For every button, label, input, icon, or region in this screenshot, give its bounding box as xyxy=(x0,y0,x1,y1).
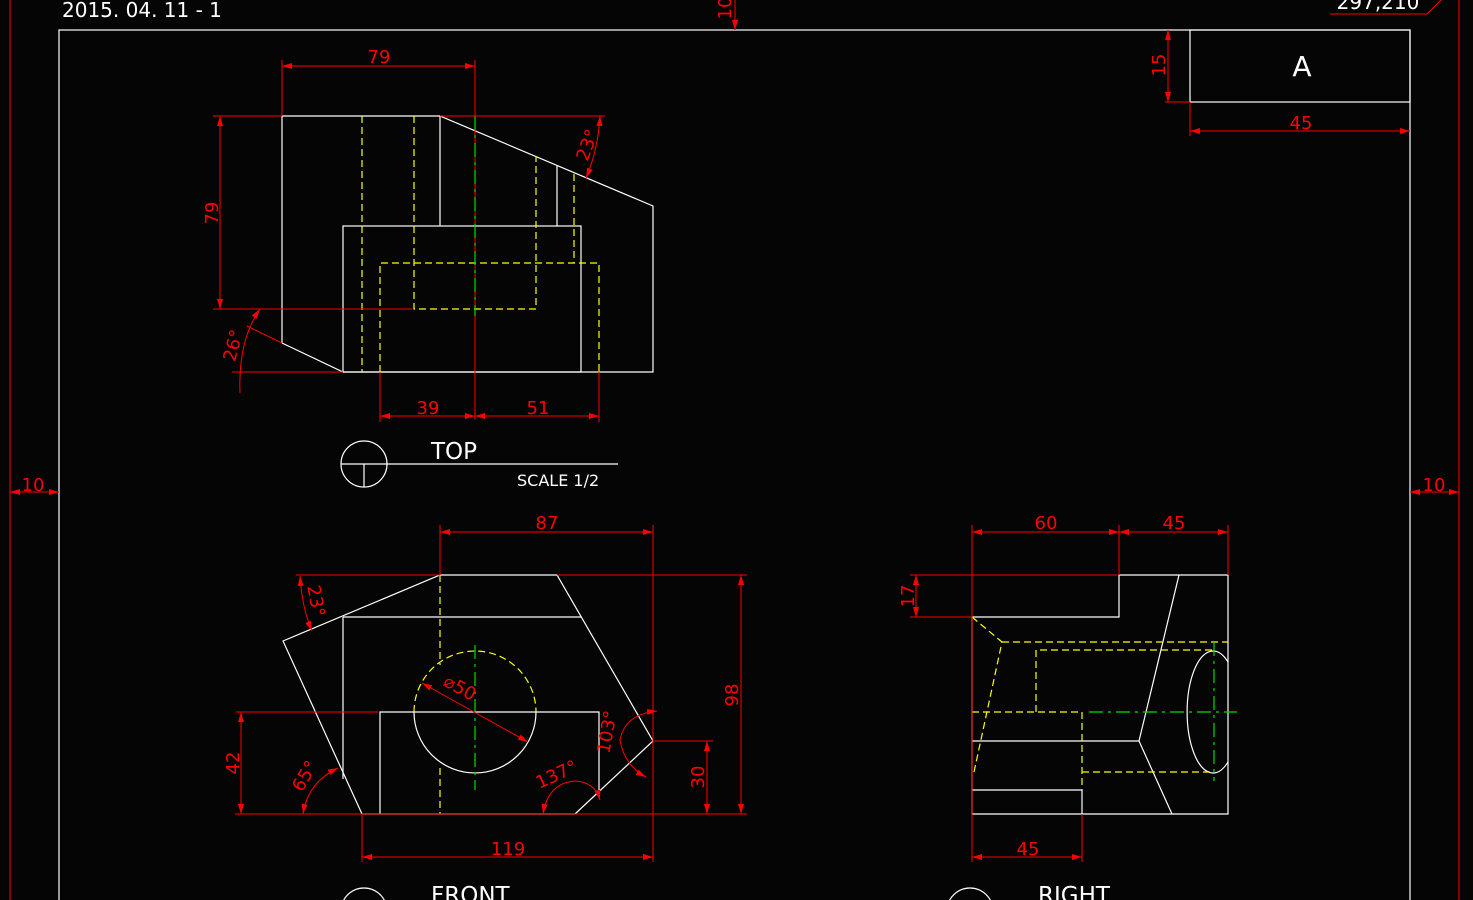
top-view[interactable] xyxy=(213,60,654,488)
right-view-title: RIGHT xyxy=(1038,883,1111,900)
paper-size-leader xyxy=(1330,0,1442,15)
front-view-title: FRONT xyxy=(431,883,511,900)
title-block-width-dim: 45 xyxy=(1290,113,1313,134)
front-dim-top-width: 87 xyxy=(536,513,559,534)
front-dim-bottom-width: 119 xyxy=(491,839,525,860)
front-dim-left-height: 42 xyxy=(223,752,244,775)
front-dim-angle-right: 103° xyxy=(593,709,621,755)
front-dim-diameter: ⌀50 xyxy=(440,671,480,706)
margin-top-dim: 10 xyxy=(715,0,736,19)
sheet-frame xyxy=(9,0,1460,900)
right-dim-step-height: 17 xyxy=(898,585,919,608)
top-dim-height: 79 xyxy=(202,202,223,225)
front-dim-right-height: 30 xyxy=(688,766,709,789)
top-dim-left-part: 39 xyxy=(417,398,440,419)
right-dim-right-width: 45 xyxy=(1163,513,1186,534)
top-dim-angle-left: 26° xyxy=(219,327,248,363)
title-block-height-dim: 15 xyxy=(1149,54,1170,77)
top-view-scale: SCALE 1/2 xyxy=(517,471,599,490)
title-block xyxy=(1165,29,1411,136)
top-dim-angle-right: 23° xyxy=(573,127,604,164)
front-dim-angle-left: 65° xyxy=(288,757,322,795)
front-view[interactable] xyxy=(235,525,747,900)
view-label-circle-icon xyxy=(343,887,385,900)
right-dim-left-width: 60 xyxy=(1035,513,1058,534)
top-dim-right-part: 51 xyxy=(527,398,550,419)
paper-size-label: 297,210 xyxy=(1337,0,1420,14)
front-dim-height: 98 xyxy=(722,684,743,707)
right-dim-bottom-width: 45 xyxy=(1017,839,1040,860)
front-dim-angle-bottom: 137° xyxy=(533,756,581,793)
margin-right-dim: 10 xyxy=(1423,475,1446,496)
view-label-circle-icon xyxy=(949,887,991,900)
margin-left-dim: 10 xyxy=(22,475,45,496)
right-view[interactable] xyxy=(910,525,1237,900)
top-view-title: TOP xyxy=(430,439,477,465)
date-label: 2015. 04. 11 - 1 xyxy=(62,0,222,22)
top-dim-width: 79 xyxy=(368,47,391,68)
title-block-letter: A xyxy=(1292,50,1311,83)
